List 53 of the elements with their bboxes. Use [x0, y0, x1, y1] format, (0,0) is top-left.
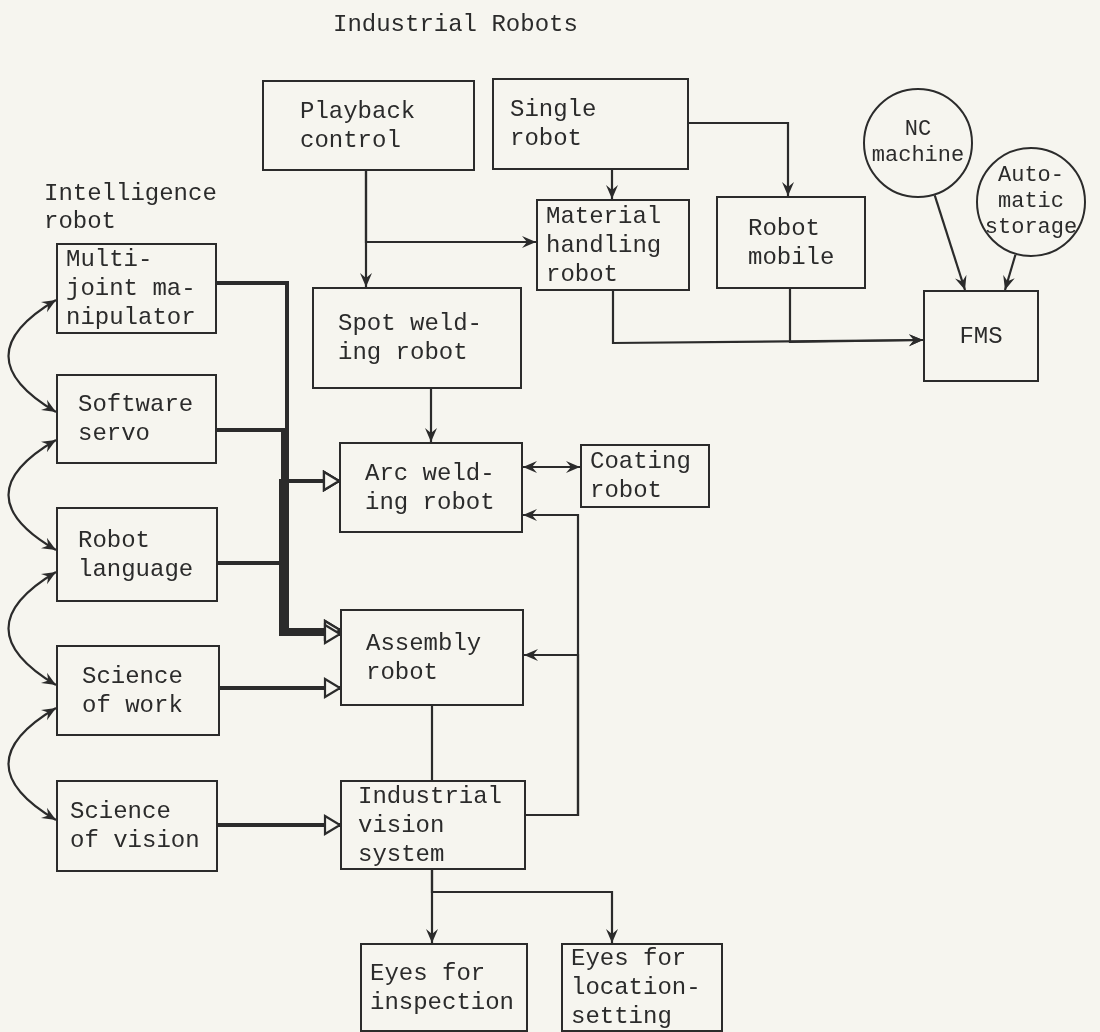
hollow-arrow	[218, 814, 342, 836]
process-box	[492, 78, 689, 170]
process-box	[561, 943, 723, 1032]
box-label: FMS	[959, 321, 1003, 351]
box-label: Eyes for inspection	[370, 958, 516, 1017]
box-label: Coating robot	[590, 447, 692, 505]
box-label: Industrial vision system	[358, 781, 504, 869]
box-label: Playback control	[300, 96, 417, 155]
hollow-arrow	[220, 677, 342, 699]
connector-line	[430, 706, 434, 780]
box-label: Robot mobile	[748, 213, 835, 272]
arrow	[524, 649, 580, 817]
box-label: Spot weld- ing robot	[338, 309, 484, 367]
process-box	[262, 80, 475, 171]
box-label: Eyes for location- setting	[571, 944, 702, 1031]
box-label: Science of work	[82, 661, 184, 720]
process-box	[716, 196, 866, 289]
process-box	[340, 609, 524, 706]
box-label: Arc weld- ing robot	[365, 458, 496, 517]
arrow	[7, 571, 57, 686]
arrow	[7, 707, 57, 821]
process-box	[312, 287, 522, 389]
process-box	[56, 645, 220, 736]
box-label: Assembly robot	[366, 628, 483, 687]
arrow	[788, 289, 923, 347]
process-box	[923, 290, 1039, 382]
process-box	[360, 943, 528, 1032]
process-box	[56, 507, 218, 602]
box-label: Software servo	[78, 390, 195, 448]
box-label: Material handling robot	[546, 201, 663, 289]
box-label: Science of vision	[70, 797, 201, 855]
process-box	[339, 442, 523, 533]
arrow	[7, 439, 57, 551]
arrow	[7, 299, 57, 413]
box-label: Auto- matic storage	[983, 163, 1079, 241]
box-label: Single robot	[510, 95, 598, 153]
process-box	[340, 780, 526, 870]
group-heading: Intelligence robot	[44, 180, 218, 236]
arrow	[425, 389, 437, 442]
box-label: NC machine	[870, 117, 966, 169]
arrow	[430, 870, 618, 943]
process-box	[536, 199, 690, 291]
arrow	[689, 121, 794, 196]
process-box	[56, 374, 217, 464]
process-box	[56, 780, 218, 872]
diagram-title: Industrial Robots	[333, 10, 578, 40]
box-label: Robot language	[78, 525, 195, 584]
arrow	[523, 461, 580, 473]
arrow	[364, 171, 536, 248]
box-label: Multi- joint ma- nipulator	[66, 245, 197, 332]
process-box	[56, 243, 217, 334]
process-box	[580, 444, 710, 508]
arrow	[606, 170, 618, 199]
